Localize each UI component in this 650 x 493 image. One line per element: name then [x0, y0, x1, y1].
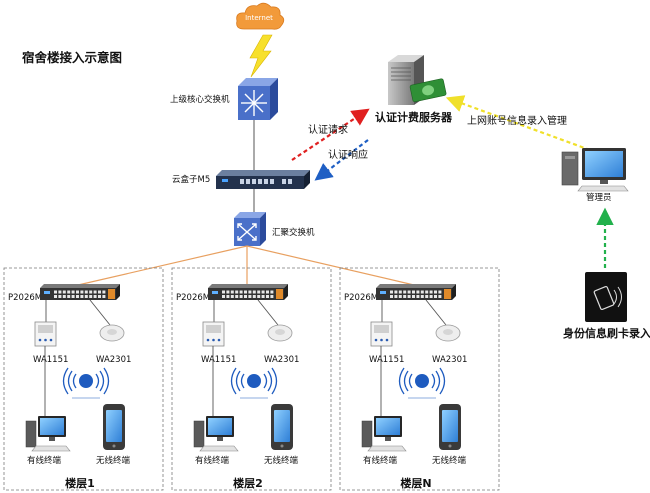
switch-to-ceiling-ap-link	[257, 299, 279, 326]
ceiling-ap-icon	[267, 324, 293, 342]
auth-server-icon	[388, 55, 447, 105]
floor-boundary	[3, 267, 164, 491]
floor-1: P2026M WA1151 W	[3, 267, 164, 491]
uplink-floor-3	[246, 245, 415, 286]
floors: P2026M WA1151 W	[3, 267, 500, 491]
floor-uplinks	[77, 245, 415, 286]
core-switch-label: 上级核心交换机	[170, 94, 230, 105]
wireless-terminal-phone-icon	[103, 404, 125, 450]
cloud-box-m5-icon	[216, 170, 310, 189]
switch-to-ceiling-ap-link	[89, 299, 111, 326]
wifi-signal-icon	[230, 367, 278, 399]
wired-terminal-pc-icon	[25, 416, 71, 452]
floor-boundary	[171, 267, 332, 491]
panel-ap-icon	[34, 321, 57, 347]
aggregation-switch-icon	[234, 212, 266, 246]
internet-cloud: Internet	[236, 2, 285, 30]
card-reader-icon	[585, 272, 627, 322]
core-switch-icon	[238, 78, 278, 120]
wired-terminal-label: 有线终端	[195, 455, 230, 466]
lightning-link-icon	[249, 34, 273, 78]
floor-label: 楼层2	[233, 476, 263, 490]
wired-terminal-pc-icon	[361, 416, 407, 452]
floor-boundary	[339, 267, 500, 491]
uplink-floor-1	[77, 245, 248, 286]
diagram-title: 宿舍楼接入示意图	[22, 50, 122, 65]
floor-3: P2026M WA1151 W	[339, 267, 500, 491]
panel-ap-icon	[202, 321, 225, 347]
switch-to-ceiling-ap-link	[425, 299, 447, 326]
floor-label: 楼层N	[400, 476, 431, 490]
wired-terminal-pc-icon	[193, 416, 239, 452]
floor-switch-icon	[376, 284, 456, 300]
auth-response-arrow	[314, 139, 369, 181]
admin-pc-icon	[561, 148, 629, 192]
wireless-terminal-label: 无线终端	[264, 455, 299, 466]
panel-ap-label: WA1151	[201, 355, 236, 365]
ceiling-ap-icon	[99, 324, 125, 342]
ceiling-ap-icon	[435, 324, 461, 342]
auth-request-label: 认证请求	[308, 123, 348, 136]
floor-switch-model-label: P2026M	[8, 293, 42, 303]
wifi-signal-icon	[62, 367, 110, 399]
floor-switch-icon	[40, 284, 120, 300]
auth-server-label: 认证计费服务器	[375, 110, 453, 124]
wired-terminal-label: 有线终端	[363, 455, 398, 466]
wired-terminal-label: 有线终端	[27, 455, 62, 466]
wireless-terminal-label: 无线终端	[432, 455, 467, 466]
card-entry-label: 身份信息刷卡录入	[563, 326, 650, 340]
panel-ap-icon	[370, 321, 393, 347]
cloud-box-label: 云盒子M5	[172, 174, 210, 185]
ceiling-ap-label: WA2301	[264, 355, 299, 365]
floor-switch-model-label: P2026M	[344, 293, 378, 303]
auth-response-label: 认证响应	[328, 148, 368, 161]
floor-label: 楼层1	[65, 476, 95, 490]
floor-switch-model-label: P2026M	[176, 293, 210, 303]
wireless-terminal-phone-icon	[271, 404, 293, 450]
panel-ap-label: WA1151	[369, 355, 404, 365]
account-mgmt-arrow	[445, 95, 591, 152]
wireless-terminal-label: 无线终端	[96, 455, 131, 466]
admin-label: 管理员	[586, 192, 612, 203]
ceiling-ap-label: WA2301	[432, 355, 467, 365]
panel-ap-label: WA1151	[33, 355, 68, 365]
wireless-terminal-phone-icon	[439, 404, 461, 450]
internet-label: Internet	[245, 14, 273, 22]
wifi-signal-icon	[398, 367, 446, 399]
floor-2: P2026M WA1151 W	[171, 267, 332, 491]
floor-switch-icon	[208, 284, 288, 300]
account-mgmt-label: 上网账号信息录入管理	[467, 114, 567, 127]
auth-request-arrow	[291, 108, 370, 161]
ceiling-ap-label: WA2301	[96, 355, 131, 365]
aggregation-switch-label: 汇聚交换机	[272, 227, 315, 238]
